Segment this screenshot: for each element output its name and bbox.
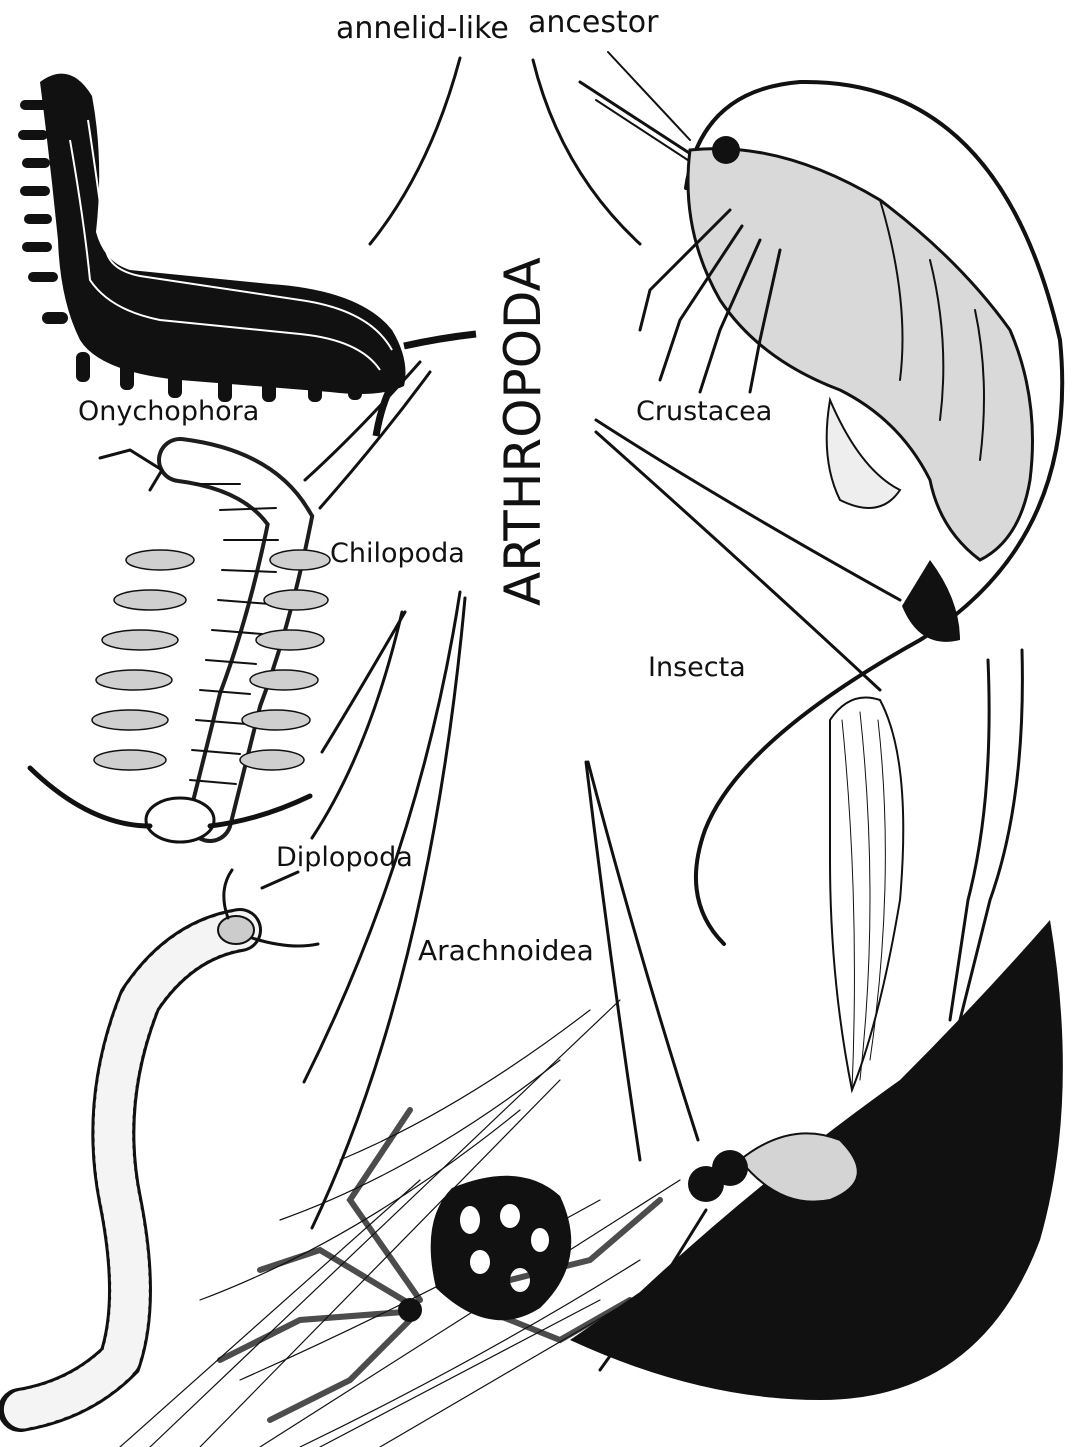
label-insecta: Insecta (648, 652, 746, 683)
label-onychophora: Onychophora (78, 396, 259, 427)
label-chilopoda: Chilopoda (330, 538, 465, 569)
insecta-illustration (570, 650, 1063, 1400)
branch-chilopoda-b (312, 612, 402, 838)
chilopoda-illustration (30, 450, 330, 842)
label-annelid-like: annelid-like (336, 11, 509, 46)
branch-diplopoda-long (304, 592, 460, 1082)
crustacea-illustration (580, 52, 1033, 642)
label-crustacea: Crustacea (636, 396, 772, 427)
label-arachnoidea: Arachnoidea (418, 934, 594, 967)
branch-from-ancestor-left (370, 58, 460, 244)
arachnoidea-illustration (120, 1000, 700, 1447)
label-arthropoda: ARTHROPODA (494, 257, 552, 606)
branch-diplopoda-tick (262, 872, 298, 888)
label-ancestor: ancestor (528, 5, 659, 40)
branch-arachnoidea-b (588, 762, 698, 1140)
branch-chilopoda-a (322, 612, 405, 752)
onychophora-illustration (18, 74, 476, 436)
branch-arachnoidea-a (586, 762, 640, 1160)
